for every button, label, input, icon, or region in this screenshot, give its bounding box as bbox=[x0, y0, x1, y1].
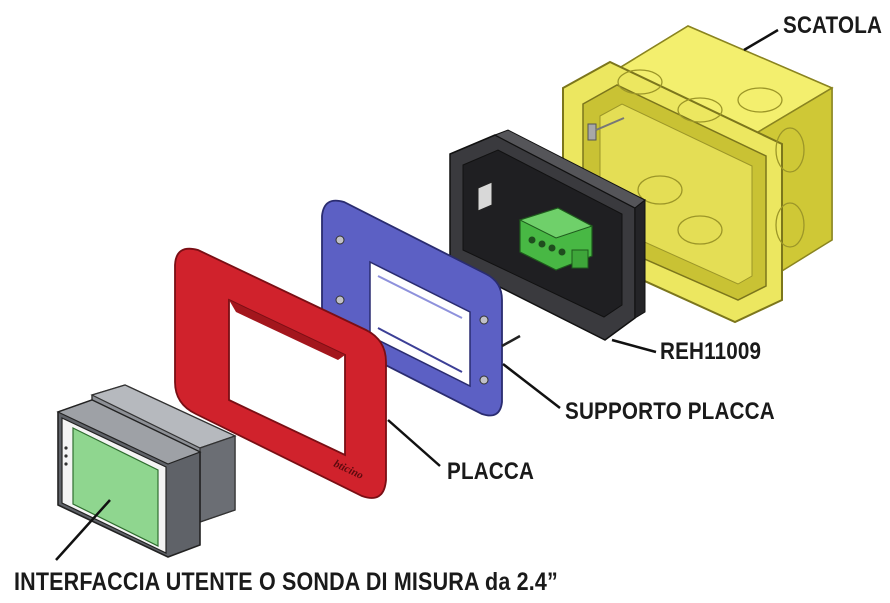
leader-scatola bbox=[743, 28, 779, 52]
supporto-placca-frame bbox=[321, 199, 521, 417]
label-placca: PLACCA bbox=[447, 458, 535, 485]
leader-lines bbox=[55, 28, 779, 561]
reh11009-mount-box bbox=[449, 129, 646, 341]
label-supporto-placca: SUPPORTO PLACCA bbox=[565, 398, 775, 425]
leader-placca bbox=[387, 419, 441, 467]
label-reh11009: REH11009 bbox=[660, 338, 762, 365]
terminal-block bbox=[518, 207, 594, 271]
leader-reh11009 bbox=[611, 338, 657, 354]
device-screen bbox=[72, 427, 159, 547]
leader-interfaccia bbox=[55, 499, 111, 561]
placca-cover-plate: bticino bbox=[174, 247, 387, 499]
label-interfaccia: INTERFACCIA UTENTE O SONDA DI MISURA da … bbox=[14, 568, 558, 596]
leader-supporto bbox=[502, 363, 561, 409]
label-scatola: SCATOLA bbox=[783, 12, 883, 39]
